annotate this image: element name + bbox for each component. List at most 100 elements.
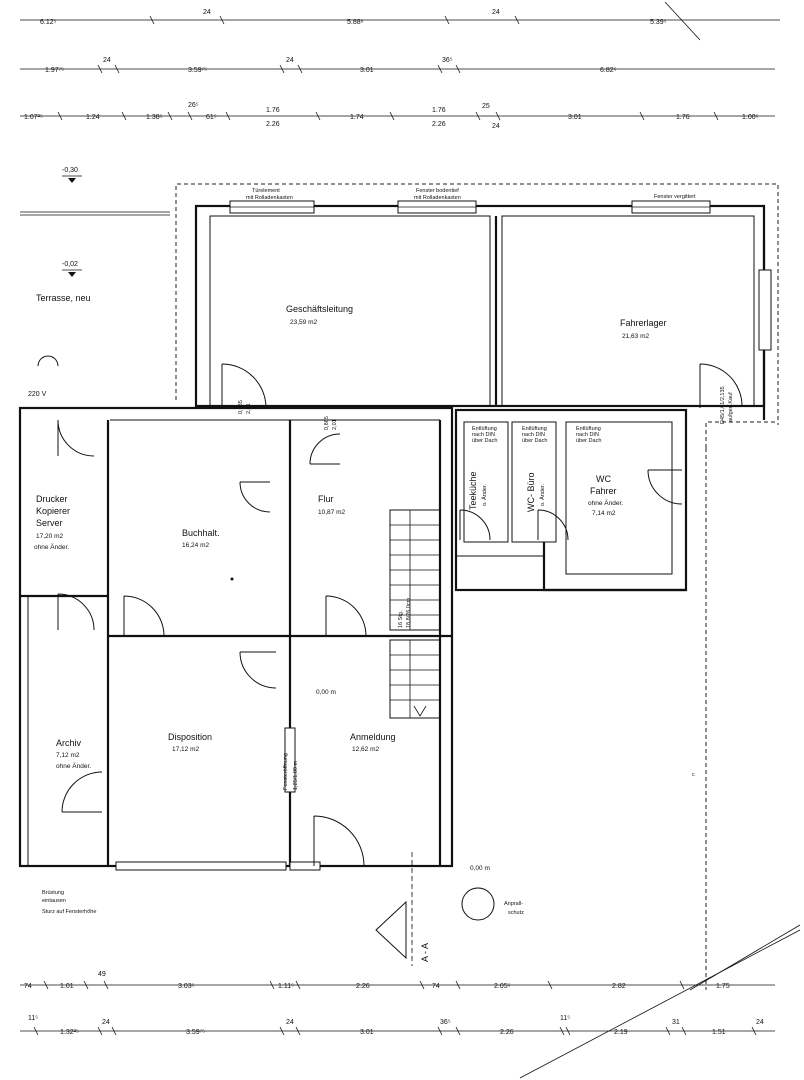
staircase [389,509,441,719]
dim-label: 2.26 [266,121,280,128]
dim-label: 3.59⁷⁵ [186,1029,205,1036]
room-area: 23,59 m2 [290,319,317,326]
room-name-kopierer: Kopierer [36,506,70,516]
dimension-chain-top-1: 6.12⁵ 24 5.88⁶ 24 5.39⁵ [20,9,780,26]
dim-label: 3.03⁵ [178,983,195,990]
vent-note: Entlüftung [576,426,601,432]
dim-label: 2.19 [614,1029,628,1036]
vent-note: nach DIN [472,432,495,438]
dim-label: 3.01 [568,114,582,121]
section-marker: A - A [375,852,430,966]
section-label: A - A [420,943,430,962]
room-name-anmeldung: Anmeldung [350,732,396,742]
room-name-drucker: Drucker [36,494,68,504]
scan-artifact-line [689,924,801,991]
window-note: Fenster bodentief [416,188,459,194]
dim-label: 1.51 [712,1029,726,1036]
vent-note: über Dach [522,438,547,444]
dim-label: 1.32²⁵ [60,1029,79,1036]
door-note: 0,885 [238,400,244,414]
dim-label: 2.82 [612,983,626,990]
terrace-label: Terrasse, neu [36,293,91,303]
vent-note: über Dach [576,438,601,444]
dim-label: 1.76 [432,107,446,114]
room-name-teekueche: Teeküche [468,471,478,510]
vent-note: nach DIN [522,432,545,438]
room-area: 7,14 m2 [592,510,616,517]
dim-label: 6.12⁵ [40,19,57,26]
dim-label: 3.59⁷⁵ [188,67,207,74]
room-area: 12,62 m2 [352,746,379,753]
room-name-buchhalt: Buchhalt. [182,528,220,538]
dimension-chain-top-3: 1.07²⁵ 1.24 1.38⁵ 26⁵ 61⁵ 1.76 2.26 1.74… [20,102,775,130]
dim-label: 24 [203,9,211,16]
dim-label: 25 [482,103,490,110]
bollard-circle [461,887,495,921]
window-note: Türelement [252,188,280,194]
dim-label: 36⁵ [440,1019,451,1026]
window-opening-note: 1,25/1,00 m [293,761,299,790]
dimension-chain-bottom-1: 74 1.01 49 3.03⁵ 1.11⁵ 2.26 74 2.05⁵ 2.8… [20,971,775,990]
vent-note: nach DIN [576,432,599,438]
room-area: 17,20 m2 [36,533,63,540]
room-name-wc-buero: WC- Büro [526,472,536,512]
room-name-server: Server [36,518,63,528]
door-note: 2,01 [246,403,252,414]
dim-label: 74 [432,983,440,990]
bollard-note: Anprall- [504,901,523,907]
dim-label: 5.39⁵ [650,19,667,26]
dim-label: 2.26 [356,983,370,990]
dim-label: 24 [102,1019,110,1026]
door-note: D45/1,01/2,135 [720,386,726,424]
room-name-geschaeftsleitung: Geschäftsleitung [286,304,353,314]
dim-label: 6.82⁵ [600,67,617,74]
dim-label: 3.01 [360,67,374,74]
marker-dot [230,577,234,581]
bruestung-note: eintausen [42,898,66,904]
room-name-fahrerlager: Fahrerlager [620,318,667,328]
dim-label: 3.01 [360,1029,374,1036]
dimension-chain-bottom-2: 11⁵ 1.32²⁵ 24 3.59⁷⁵ 24 3.01 36⁵ 2.26 11… [20,1015,775,1036]
window-opening-note: Fensteröffnung [283,753,289,790]
marker-c: c [692,772,695,778]
dimension-chain-top-2: 1.97⁷⁵ 24 3.59⁷⁵ 24 3.01 36⁵ 6.82⁵ [20,57,775,74]
upper-wing-walls [194,200,772,420]
bruestung-note: Sturz auf Fensterhöhe [42,909,96,915]
dim-label: 24 [492,9,500,16]
level-label: 0,00 m [470,865,490,872]
dim-label: 2.05⁵ [494,983,511,990]
dim-label: 1.97⁷⁵ [45,67,64,74]
dim-label: 24 [103,57,111,64]
window-note: Fenster vergittert [654,194,696,200]
level-triangle-icon [68,178,76,183]
dim-label: 49 [98,971,106,978]
dim-label: 2.26 [500,1029,514,1036]
dim-label: 24 [756,1019,764,1026]
outline-dashed [175,183,779,425]
window-note: mit Rolladenkasten [246,195,293,201]
dim-label: 1.07²⁵ [24,114,43,121]
room-note: o. Änder. [539,484,546,506]
scan-artifact-line [519,929,801,1079]
dim-label: 24 [286,1019,294,1026]
dim-label: 5.88⁶ [347,19,364,26]
door-note: aufgen.Kauf [728,392,734,422]
dim-label: 1.00⁵ [742,114,759,121]
level-mark: -0,30 [62,167,78,174]
scan-artifact-line [664,1,701,41]
dim-label: 1.11⁵ [278,983,294,990]
room-note: ohne Änder. [56,762,91,770]
stairs-note: 16 Stg. [398,610,404,628]
vent-note: Entlüftung [472,426,497,432]
dim-label: 24 [492,123,500,130]
level-mark: -0,02 [62,261,78,268]
room-name-flur: Flur [318,494,334,504]
room-area: 16,24 m2 [182,542,209,549]
room-area: 21,63 m2 [622,333,649,340]
dim-label: 74 [24,983,32,990]
power-label: 220 V [28,391,47,398]
room-area: 17,12 m2 [172,746,199,753]
room-area: 7,12 m2 [56,752,80,759]
room-name-disposition: Disposition [168,732,212,742]
